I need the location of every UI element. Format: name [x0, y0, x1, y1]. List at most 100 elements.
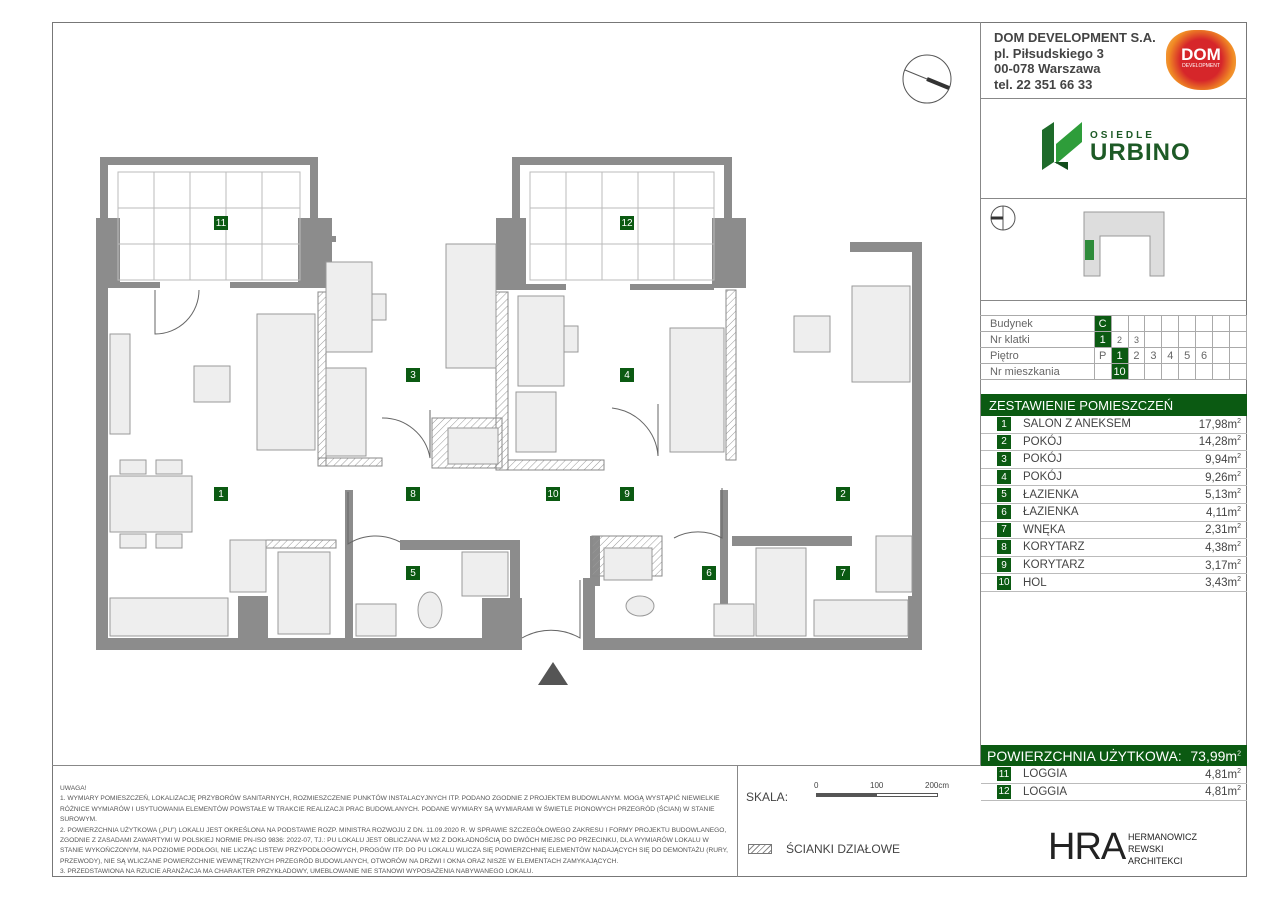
- compass-icon: [902, 54, 952, 104]
- room-number: 7: [997, 522, 1011, 537]
- total-value: 73,99m: [1190, 748, 1238, 764]
- room-number: 12: [997, 784, 1011, 799]
- room-name: KORYTARZ: [1023, 559, 1085, 572]
- architect-name-1: HERMANOWICZ: [1128, 832, 1197, 842]
- entrance-arrow-icon: [538, 662, 568, 685]
- notes-title: UWAGA!: [60, 785, 87, 792]
- room-number: 8: [997, 540, 1011, 555]
- pietro-option: 4: [1161, 347, 1180, 364]
- room-label-5: 5: [406, 566, 420, 580]
- label-klatka: Nr klatki: [980, 331, 1095, 348]
- divider: [980, 300, 1247, 301]
- room-area: 5,13m2: [1205, 488, 1241, 502]
- room-row: 11 LOGGIA 4,81m2: [981, 766, 1247, 784]
- label-budynek: Budynek: [980, 315, 1095, 332]
- room-label-7: 7: [836, 566, 850, 580]
- room-number: 2: [997, 434, 1011, 449]
- architect-name-2: REWSKI: [1128, 844, 1164, 854]
- rooms-title: ZESTAWIENIE POMIESZCZEŃ: [981, 394, 1247, 416]
- company-city: 00-078 Warszawa: [994, 61, 1101, 76]
- logo-sub: DEVELOPMENT: [1182, 63, 1220, 69]
- room-name: LOGGIA: [1023, 768, 1068, 781]
- room-label-11: 11: [214, 216, 228, 230]
- room-name: KORYTARZ: [1023, 541, 1085, 554]
- company-phone: tel. 22 351 66 33: [994, 76, 1093, 92]
- room-label-4: 4: [620, 368, 634, 382]
- room-label-6: 6: [702, 566, 716, 580]
- company-address: DOM DEVELOPMENT S.A. pl. Piłsudskiego 3 …: [994, 30, 1156, 92]
- room-label-3: 3: [406, 368, 420, 382]
- scale-tick: 200cm: [925, 781, 950, 790]
- pietro-option: 3: [1144, 347, 1163, 364]
- room-area-value: 4,11m: [1205, 506, 1238, 519]
- architect-logo: HRA: [1048, 826, 1126, 868]
- room-area: 9,26m2: [1205, 470, 1241, 484]
- note-line: 1. WYMIARY POMIESZCZEŃ, LOKALIZACJĘ PRZY…: [60, 795, 720, 824]
- room-name: POKÓJ: [1023, 435, 1062, 448]
- room-name: WNĘKA: [1023, 523, 1066, 536]
- scale-tick: 0: [814, 781, 819, 790]
- pietro-option: P: [1093, 347, 1112, 364]
- room-number: 1: [997, 417, 1011, 432]
- label-pietro: Piętro: [980, 347, 1095, 364]
- dom-development-logo: DOM DEVELOPMENT: [1166, 30, 1236, 90]
- room-area: 17,98m2: [1198, 417, 1241, 431]
- room-row: 1 SALON Z ANEKSEM 17,98m2: [981, 416, 1247, 434]
- room-area-value: 14,28m: [1198, 436, 1238, 449]
- room-area-value: 2,31m: [1205, 524, 1238, 537]
- room-area-value: 4,81m: [1205, 786, 1238, 799]
- room-label-1: 1: [214, 487, 228, 501]
- room-number: 9: [997, 558, 1011, 573]
- urbino-logo: OSIEDLE URBINO: [1042, 122, 1191, 172]
- pietro-option: 2: [1127, 347, 1146, 364]
- room-label-2: 2: [836, 487, 850, 501]
- room-area-value: 4,38m: [1205, 541, 1238, 554]
- company-name: DOM DEVELOPMENT S.A.: [994, 30, 1156, 45]
- room-name: LOGGIA: [1023, 785, 1068, 798]
- room-number: 4: [997, 470, 1011, 485]
- urbino-mark-icon: [1042, 122, 1082, 170]
- divider: [52, 765, 1247, 766]
- klatka-selected: 1: [1093, 331, 1112, 348]
- partition-legend-label: ŚCIANKI DZIAŁOWE: [786, 842, 901, 856]
- room-number: 5: [997, 487, 1011, 502]
- room-area-value: 9,94m: [1205, 453, 1238, 466]
- room-area: 4,81m2: [1205, 767, 1241, 781]
- total-area: POWIERZCHNIA UŻYTKOWA:73,99m2: [981, 745, 1247, 766]
- room-number: 11: [997, 767, 1011, 782]
- notes: UWAGA! 1. WYMIARY POMIESZCZEŃ, LOKALIZAC…: [60, 784, 732, 878]
- room-name: POKÓJ: [1023, 453, 1062, 466]
- room-label-12: 12: [620, 216, 634, 230]
- room-label-8: 8: [406, 487, 420, 501]
- divider: [980, 98, 1247, 99]
- divider: [980, 22, 981, 766]
- room-name: ŁAZIENKA: [1023, 488, 1079, 501]
- room-name: ŁAZIENKA: [1023, 506, 1079, 519]
- scale-bar: [816, 793, 938, 797]
- total-label: POWIERZCHNIA UŻYTKOWA:: [987, 748, 1182, 764]
- room-area: 9,94m2: [1205, 453, 1241, 466]
- room-area: 4,11m2: [1205, 505, 1241, 519]
- pietro-option: 6: [1195, 347, 1214, 364]
- room-name: SALON Z ANEKSEM: [1023, 418, 1132, 431]
- room-area-value: 3,17m: [1205, 559, 1238, 572]
- room-area-value: 4,81m: [1205, 768, 1238, 781]
- klatka-option: 2: [1110, 331, 1129, 348]
- architect-name-3: ARCHITEKCI: [1128, 856, 1183, 866]
- room-area: 3,43m2: [1205, 576, 1241, 590]
- project-line1: OSIEDLE: [1090, 129, 1155, 141]
- room-area-value: 5,13m: [1205, 489, 1238, 502]
- compass-small-icon: [990, 205, 1016, 231]
- room-area-value: 17,98m: [1198, 418, 1238, 431]
- room-name: HOL: [1023, 576, 1047, 589]
